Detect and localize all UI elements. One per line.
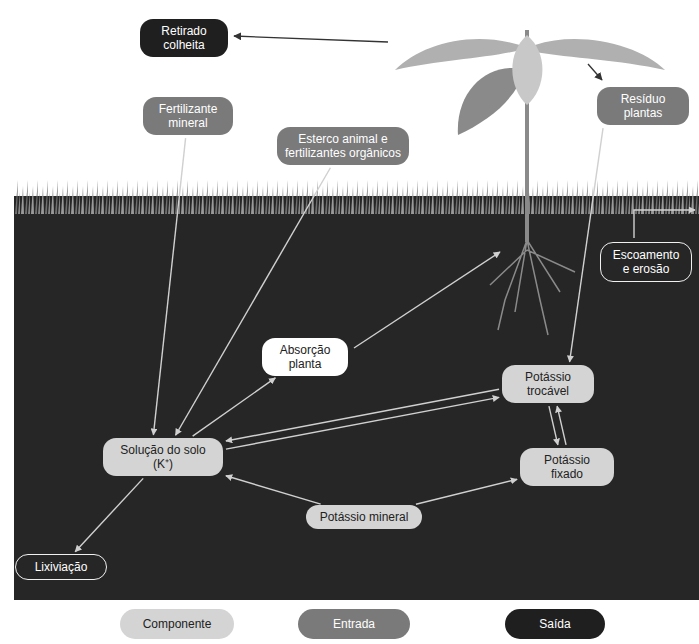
residue-arrow — [588, 64, 602, 80]
node-label: Lixiviação — [23, 560, 99, 574]
legend-label: Saída — [539, 617, 570, 631]
node-label: Potássio fixado — [527, 453, 607, 481]
grass-strip — [14, 180, 699, 214]
flow-arrow — [557, 406, 566, 445]
node-label: Esterco animal e fertilizantes orgânicos — [284, 132, 402, 160]
flow-box: Absorção planta — [262, 338, 348, 376]
node-label: Escoamento e erosão — [608, 248, 684, 276]
node-label: Potássio mineral — [313, 510, 415, 524]
flow-arrow — [176, 168, 331, 435]
flow-arrow — [153, 138, 185, 435]
harvest-arrow — [234, 36, 388, 42]
node-label: Retirado colheita — [147, 24, 221, 52]
node-label: Absorção planta — [269, 343, 341, 371]
uptake-arrow — [354, 252, 500, 348]
flow-box: Potássio trocável — [502, 365, 594, 403]
flow-arrow — [226, 476, 321, 504]
flow-arrow — [226, 389, 499, 441]
node-label: Solução do solo (K⁺) — [110, 443, 216, 471]
flow-arrow — [226, 397, 499, 449]
flow-arrow — [416, 479, 517, 504]
legend-swatch: Componente — [120, 609, 234, 639]
plant-roots — [490, 240, 575, 335]
loss-box: Escoamento e erosão — [600, 242, 692, 282]
flow-box: Solução do solo (K⁺) — [103, 438, 223, 476]
legend-label: Entrada — [333, 617, 375, 631]
flow-arrow — [193, 378, 276, 436]
plant-figure — [395, 30, 665, 242]
flow-box: Potássio fixado — [520, 448, 614, 486]
node-label: Fertilizante mineral — [150, 102, 226, 130]
flow-box: Esterco animal e fertilizantes orgânicos — [277, 127, 409, 165]
flow-box: Retirado colheita — [140, 19, 228, 57]
flow-box: Resíduo plantas — [597, 87, 689, 125]
legend-swatch: Saída — [505, 609, 605, 639]
flow-arrow — [75, 478, 143, 551]
flow-arrow — [570, 128, 603, 362]
flow-box: Fertilizante mineral — [143, 97, 233, 135]
legend-swatch: Entrada — [298, 609, 410, 639]
loss-box: Lixiviação — [15, 554, 107, 580]
runoff-arrow — [634, 210, 695, 238]
node-label: Resíduo plantas — [604, 92, 682, 120]
legend-label: Componente — [143, 617, 212, 631]
soil-ground — [14, 196, 699, 600]
flow-box: Potássio mineral — [306, 505, 422, 529]
flow-arrow — [549, 406, 558, 445]
node-label: Potássio trocável — [509, 370, 587, 398]
